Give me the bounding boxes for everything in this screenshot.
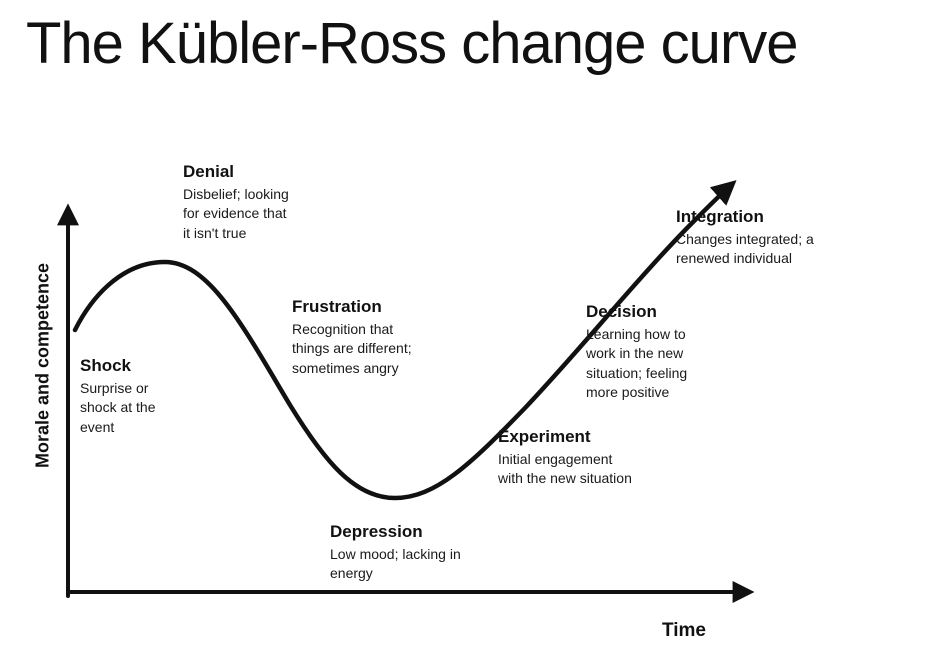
stage-denial: Denial Disbelief; looking for evidence t… [183, 162, 295, 243]
stage-integration-name: Integration [676, 207, 764, 226]
y-axis-label: Morale and competence [32, 262, 53, 469]
stage-denial-description: Disbelief; looking for evidence that it … [183, 186, 289, 241]
stage-depression-name: Depression [330, 522, 423, 541]
change-curve-path [72, 180, 737, 501]
stage-experiment: Experiment Initial engagement with the n… [498, 427, 638, 489]
stage-shock-description: Surprise or shock at the event [80, 380, 156, 435]
stage-integration-description: Changes integrated; a renewed individual [676, 231, 814, 267]
stage-shock: Shock Surprise or shock at the event [80, 356, 178, 437]
stage-depression-description: Low mood; lacking in energy [330, 546, 461, 582]
stage-shock-name: Shock [80, 356, 132, 375]
stage-experiment-name: Experiment [498, 427, 591, 446]
stage-denial-name: Denial [183, 162, 235, 181]
stage-decision: Decision Learning how to work in the new… [586, 302, 716, 402]
stage-decision-name: Decision [586, 302, 657, 321]
stage-frustration-name: Frustration [292, 297, 382, 316]
stage-frustration: Frustration Recognition that things are … [292, 297, 416, 378]
stage-integration: Integration Changes integrated; a renewe… [676, 207, 838, 269]
stage-depression: Depression Low mood; lacking in energy [330, 522, 464, 584]
stage-experiment-description: Initial engagement with the new situatio… [498, 451, 632, 487]
stage-decision-description: Learning how to work in the new situatio… [586, 326, 688, 400]
page-title: The Kübler-Ross change curve [26, 11, 799, 76]
x-axis-label: Time [662, 620, 707, 641]
stage-frustration-description: Recognition that things are different; s… [292, 321, 412, 376]
